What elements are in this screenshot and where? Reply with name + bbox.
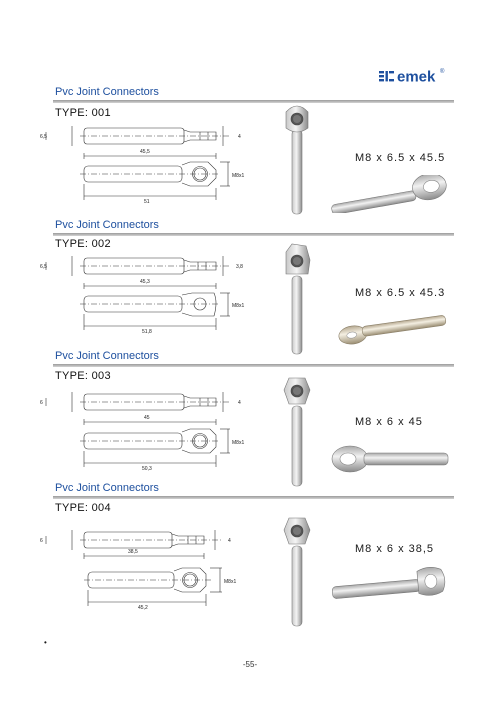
product-spec: M8 x 6 x 38,5 — [355, 543, 435, 555]
section-title: Pvc Joint Connectors — [55, 86, 159, 98]
type-label: TYPE: 003 — [55, 370, 111, 382]
product-photo-horizontal — [326, 440, 451, 478]
svg-text:4: 4 — [238, 134, 241, 140]
svg-text:6: 6 — [40, 538, 43, 544]
product-spec: M8 x 6 x 45 — [355, 416, 423, 428]
section-divider — [53, 496, 454, 499]
svg-text:50,3: 50,3 — [142, 466, 152, 472]
svg-text:51: 51 — [144, 199, 150, 205]
product-photo-horizontal — [326, 173, 451, 215]
technical-drawing: 6,5 3,8 45,3 M8x1 51,8 — [40, 250, 270, 350]
section-title: Pvc Joint Connectors — [55, 482, 159, 494]
svg-text:M8x1: M8x1 — [232, 173, 244, 179]
svg-text:M8x1: M8x1 — [232, 303, 244, 309]
svg-text:45,3: 45,3 — [140, 279, 150, 285]
brand-name: emek — [397, 69, 436, 86]
technical-drawing: 6 4 38,5 M8x1 45,2 — [40, 522, 270, 622]
svg-text:38,5: 38,5 — [128, 549, 138, 555]
product-photo-vertical — [280, 512, 314, 632]
type-label: TYPE: 002 — [55, 238, 111, 250]
svg-text:45,2: 45,2 — [138, 605, 148, 611]
svg-text:45,5: 45,5 — [140, 149, 150, 155]
svg-text:51,8: 51,8 — [142, 329, 152, 335]
svg-text:45: 45 — [144, 415, 150, 421]
section-divider — [53, 233, 454, 236]
type-label: TYPE: 004 — [55, 502, 111, 514]
emek-logo: emek ® — [378, 66, 458, 86]
svg-text:M8x1: M8x1 — [232, 440, 244, 446]
type-label: TYPE: 001 — [55, 107, 111, 119]
svg-text:6,5: 6,5 — [40, 134, 47, 140]
product-photo-vertical — [280, 100, 314, 220]
page-number: -55- — [242, 660, 258, 669]
section-divider — [53, 100, 454, 103]
product-photo-horizontal — [326, 566, 451, 604]
technical-drawing: 6 4 45 M8x1 50,3 — [40, 384, 270, 484]
svg-text:6: 6 — [40, 400, 43, 406]
product-photo-horizontal — [326, 308, 451, 346]
registered-mark: ® — [440, 68, 445, 75]
product-photo-vertical — [280, 240, 314, 360]
svg-text:M8x1: M8x1 — [224, 579, 236, 585]
section-divider — [53, 364, 454, 367]
technical-drawing: 6,5 4 45,5 M8x1 51 — [40, 118, 270, 218]
svg-text:4: 4 — [228, 538, 231, 544]
footnote-bullet: • — [44, 638, 47, 647]
product-spec: M8 x 6.5 x 45.5 — [355, 152, 446, 164]
svg-text:3,8: 3,8 — [236, 264, 243, 270]
product-spec: M8 x 6.5 x 45.3 — [355, 287, 446, 299]
svg-text:4: 4 — [238, 400, 241, 406]
section-title: Pvc Joint Connectors — [55, 219, 159, 231]
svg-text:6,5: 6,5 — [40, 264, 47, 270]
section-title: Pvc Joint Connectors — [55, 350, 159, 362]
product-photo-vertical — [280, 372, 314, 492]
